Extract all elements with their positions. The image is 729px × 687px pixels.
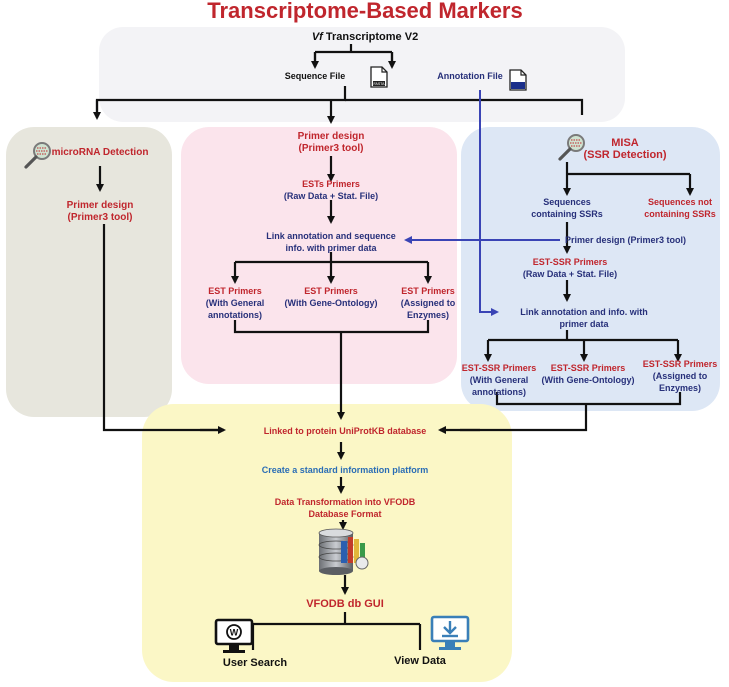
- monitor-search-icon: W: [214, 617, 254, 657]
- rp-out2-line2: (With Gene-Ontology): [541, 375, 635, 385]
- file-icon: FASTA: [370, 66, 388, 88]
- seq-nossr-line1: Sequences not: [647, 197, 712, 207]
- seq-nossr-line2: containing SSRs: [644, 209, 716, 219]
- mp-out2-line1: EST Primers: [304, 286, 358, 296]
- magnifier-icon: [22, 140, 54, 170]
- ests-line2: (Raw Data + Stat. File): [283, 191, 379, 201]
- svg-text:W: W: [230, 628, 239, 638]
- seq-ssr-line1: Sequences: [543, 197, 591, 207]
- platform-label: Create a standard information platform: [261, 465, 429, 475]
- left-primer-line2: (Primer3 tool): [67, 212, 133, 223]
- annotation-file-icon: [509, 69, 527, 91]
- top-panel: [99, 27, 625, 122]
- mp-out2-line2: (With Gene-Ontology): [284, 298, 378, 308]
- misa-label: MISA (SSR Detection): [575, 137, 675, 161]
- transcriptome-heading: Vf Transcriptome V2: [250, 31, 480, 43]
- rp-out3-line3: Enzymes): [658, 383, 702, 393]
- mp-out1-line1: EST Primers: [208, 286, 262, 296]
- database-icon: [313, 527, 371, 575]
- mp-out3-line2: (Assigned to: [400, 298, 456, 308]
- transform-line1: Data Transformation into VFODB: [274, 497, 416, 507]
- middle-panel: [181, 127, 457, 384]
- monitor-download-icon: [430, 614, 470, 654]
- rp-out1-line1: EST-SSR Primers: [461, 363, 537, 373]
- est-ssr-enzymes: EST-SSR Primers (Assigned to Enzymes): [640, 358, 720, 394]
- est-ssr-go: EST-SSR Primers (With Gene-Ontology): [536, 362, 640, 386]
- ests-line1: ESTs Primers: [302, 179, 360, 189]
- rp-out3-line2: (Assigned to: [652, 371, 708, 381]
- view-data-label: View Data: [394, 655, 446, 667]
- misa-title: MISA: [611, 137, 639, 149]
- microrna-detection-label: microRNA Detection: [51, 147, 149, 158]
- annotation-file-label: Annotation File: [437, 71, 503, 81]
- link-annotation-label: Link annotation and sequence info. with …: [246, 230, 416, 254]
- top-split-connector: [313, 44, 394, 64]
- gui-label: VFODB db GUI: [306, 598, 384, 610]
- uniprot-label: Linked to protein UniProtKB database: [263, 426, 427, 436]
- est-ssr-general: EST-SSR Primers (With General annotation…: [459, 362, 539, 398]
- left-primer-line1: Primer design: [66, 200, 134, 211]
- heading-rest: Transcriptome V2: [322, 31, 419, 43]
- left-primer-design-label: Primer design (Primer3 tool): [40, 200, 160, 224]
- transform-line2: Database Format: [308, 509, 382, 519]
- mp-out3-line1: EST Primers: [401, 286, 455, 296]
- left-panel: [6, 127, 172, 417]
- sequences-no-ssr-label: Sequences not containing SSRs: [630, 196, 729, 220]
- seq-ssr-line2: containing SSRs: [531, 209, 603, 219]
- ests-primers-label: ESTs Primers (Raw Data + Stat. File): [256, 178, 406, 202]
- rp-out1-line3: annotations): [472, 387, 526, 397]
- misa-sub: (SSR Detection): [583, 149, 667, 161]
- middle-primer-line2: (Primer3 tool): [298, 143, 364, 154]
- middle-primer-line1: Primer design: [297, 131, 365, 142]
- est-primers-enzymes: EST Primers (Assigned to Enzymes): [390, 285, 466, 321]
- rp-out1-line2: (With General: [469, 375, 529, 385]
- ssr-link-line2: primer data: [559, 319, 609, 329]
- ssr-link-line1: Link annotation and info. with: [520, 307, 648, 317]
- user-search-label: User Search: [222, 657, 288, 669]
- link-line2: info. with primer data: [285, 243, 377, 253]
- diagram-title: Transcriptome-Based Markers: [207, 0, 523, 23]
- estssr-line2: (Raw Data + Stat. File): [522, 269, 618, 279]
- ssr-primer-design-label: Primer design (Primer3 tool): [565, 235, 687, 245]
- heading-italic: Vf: [311, 31, 323, 43]
- estssr-line1: EST-SSR Primers: [532, 257, 608, 267]
- est-primers-go: EST Primers (With Gene-Ontology): [281, 285, 381, 309]
- sequence-file-label: Sequence File: [284, 71, 346, 81]
- mp-out1-line2: (With General: [205, 298, 265, 308]
- mp-out1-line3: annotations): [208, 310, 262, 320]
- rp-out2-line1: EST-SSR Primers: [550, 363, 626, 373]
- est-primers-general: EST Primers (With General annotations): [195, 285, 275, 321]
- mp-out3-line3: Enzymes): [406, 310, 450, 320]
- sequences-ssr-label: Sequences containing SSRs: [515, 196, 619, 220]
- rp-out3-line1: EST-SSR Primers: [642, 359, 718, 369]
- transform-label: Data Transformation into VFODB Database …: [255, 496, 435, 520]
- est-ssr-primers-label: EST-SSR Primers (Raw Data + Stat. File): [510, 256, 630, 280]
- magnifier-icon: [556, 132, 588, 162]
- svg-text:FASTA: FASTA: [373, 82, 385, 86]
- middle-primer-design-label: Primer design (Primer3 tool): [271, 131, 391, 155]
- ssr-link-annotation-label: Link annotation and info. with primer da…: [504, 306, 664, 330]
- link-line1: Link annotation and sequence: [266, 231, 396, 241]
